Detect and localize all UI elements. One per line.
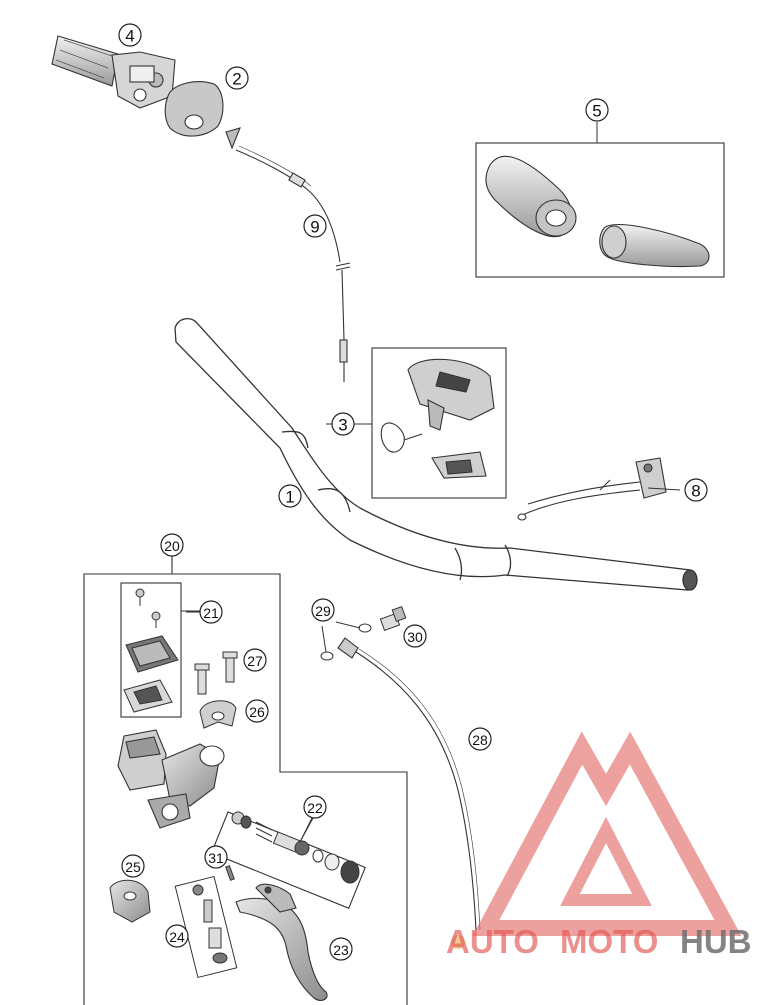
grip-set (475, 122, 725, 278)
callouts: 1 2 3 4 5 8 9 20 21 22 23 24 25 26 27 28… (118, 23, 708, 961)
adjuster (109, 879, 151, 923)
kill-switch (517, 457, 667, 521)
svg-text:MOTO: MOTO (560, 923, 658, 960)
callout-29: 29 (311, 598, 335, 622)
switch-box (371, 347, 507, 499)
callout-3: 3 (331, 412, 355, 436)
svg-text:AUTO: AUTO (446, 923, 539, 960)
master-cylinder (117, 729, 225, 829)
watermark-logo (451, 731, 742, 949)
svg-text:20: 20 (164, 538, 180, 554)
svg-text:30: 30 (407, 629, 423, 645)
svg-text:1: 1 (285, 488, 294, 507)
svg-text:2: 2 (232, 70, 241, 89)
callout-21: 21 (199, 600, 223, 624)
callout-8: 8 (684, 478, 708, 502)
watermark-text: AUTO MOTO HUB (446, 923, 752, 960)
callout-24: 24 (165, 924, 189, 948)
svg-text:25: 25 (125, 859, 141, 875)
washers (320, 621, 372, 661)
callout-5: 5 (585, 98, 609, 122)
callout-2: 2 (225, 66, 249, 90)
svg-text:26: 26 (249, 704, 265, 720)
callout-4: 4 (118, 23, 142, 47)
svg-text:28: 28 (472, 732, 488, 748)
reservoir-cover (123, 588, 179, 713)
handlebar (174, 317, 698, 591)
callout-20: 20 (160, 533, 184, 557)
pivot-bolt (174, 875, 238, 979)
callout-25: 25 (121, 854, 145, 878)
bolts (194, 651, 238, 695)
callout-22: 22 (303, 795, 327, 819)
pin (225, 865, 235, 881)
callout-30: 30 (403, 624, 427, 648)
piston-kit (210, 811, 366, 909)
brake-hose (337, 637, 481, 931)
banjo-bolt (379, 606, 407, 632)
throttle-cover (164, 81, 224, 137)
throttle-grip (51, 35, 176, 109)
svg-text:HUB: HUB (680, 923, 752, 960)
svg-text:29: 29 (315, 603, 331, 619)
svg-text:27: 27 (247, 653, 263, 669)
svg-text:8: 8 (691, 482, 700, 501)
svg-text:23: 23 (333, 942, 349, 958)
brake-lever (235, 883, 328, 1001)
svg-text:5: 5 (592, 102, 601, 121)
callout-26: 26 (245, 699, 269, 723)
svg-text:24: 24 (169, 929, 185, 945)
callout-9: 9 (303, 214, 327, 238)
clamp (199, 700, 237, 729)
svg-text:3: 3 (338, 416, 347, 435)
callout-31: 31 (204, 845, 228, 869)
svg-text:21: 21 (203, 605, 219, 621)
callout-28: 28 (468, 727, 492, 751)
svg-text:9: 9 (310, 218, 319, 237)
svg-text:22: 22 (307, 800, 323, 816)
callout-1: 1 (278, 484, 302, 508)
callout-23: 23 (329, 937, 353, 961)
svg-text:31: 31 (208, 850, 224, 866)
callout-27: 27 (243, 648, 267, 672)
svg-text:4: 4 (125, 27, 134, 46)
throttle-cable (225, 127, 351, 382)
